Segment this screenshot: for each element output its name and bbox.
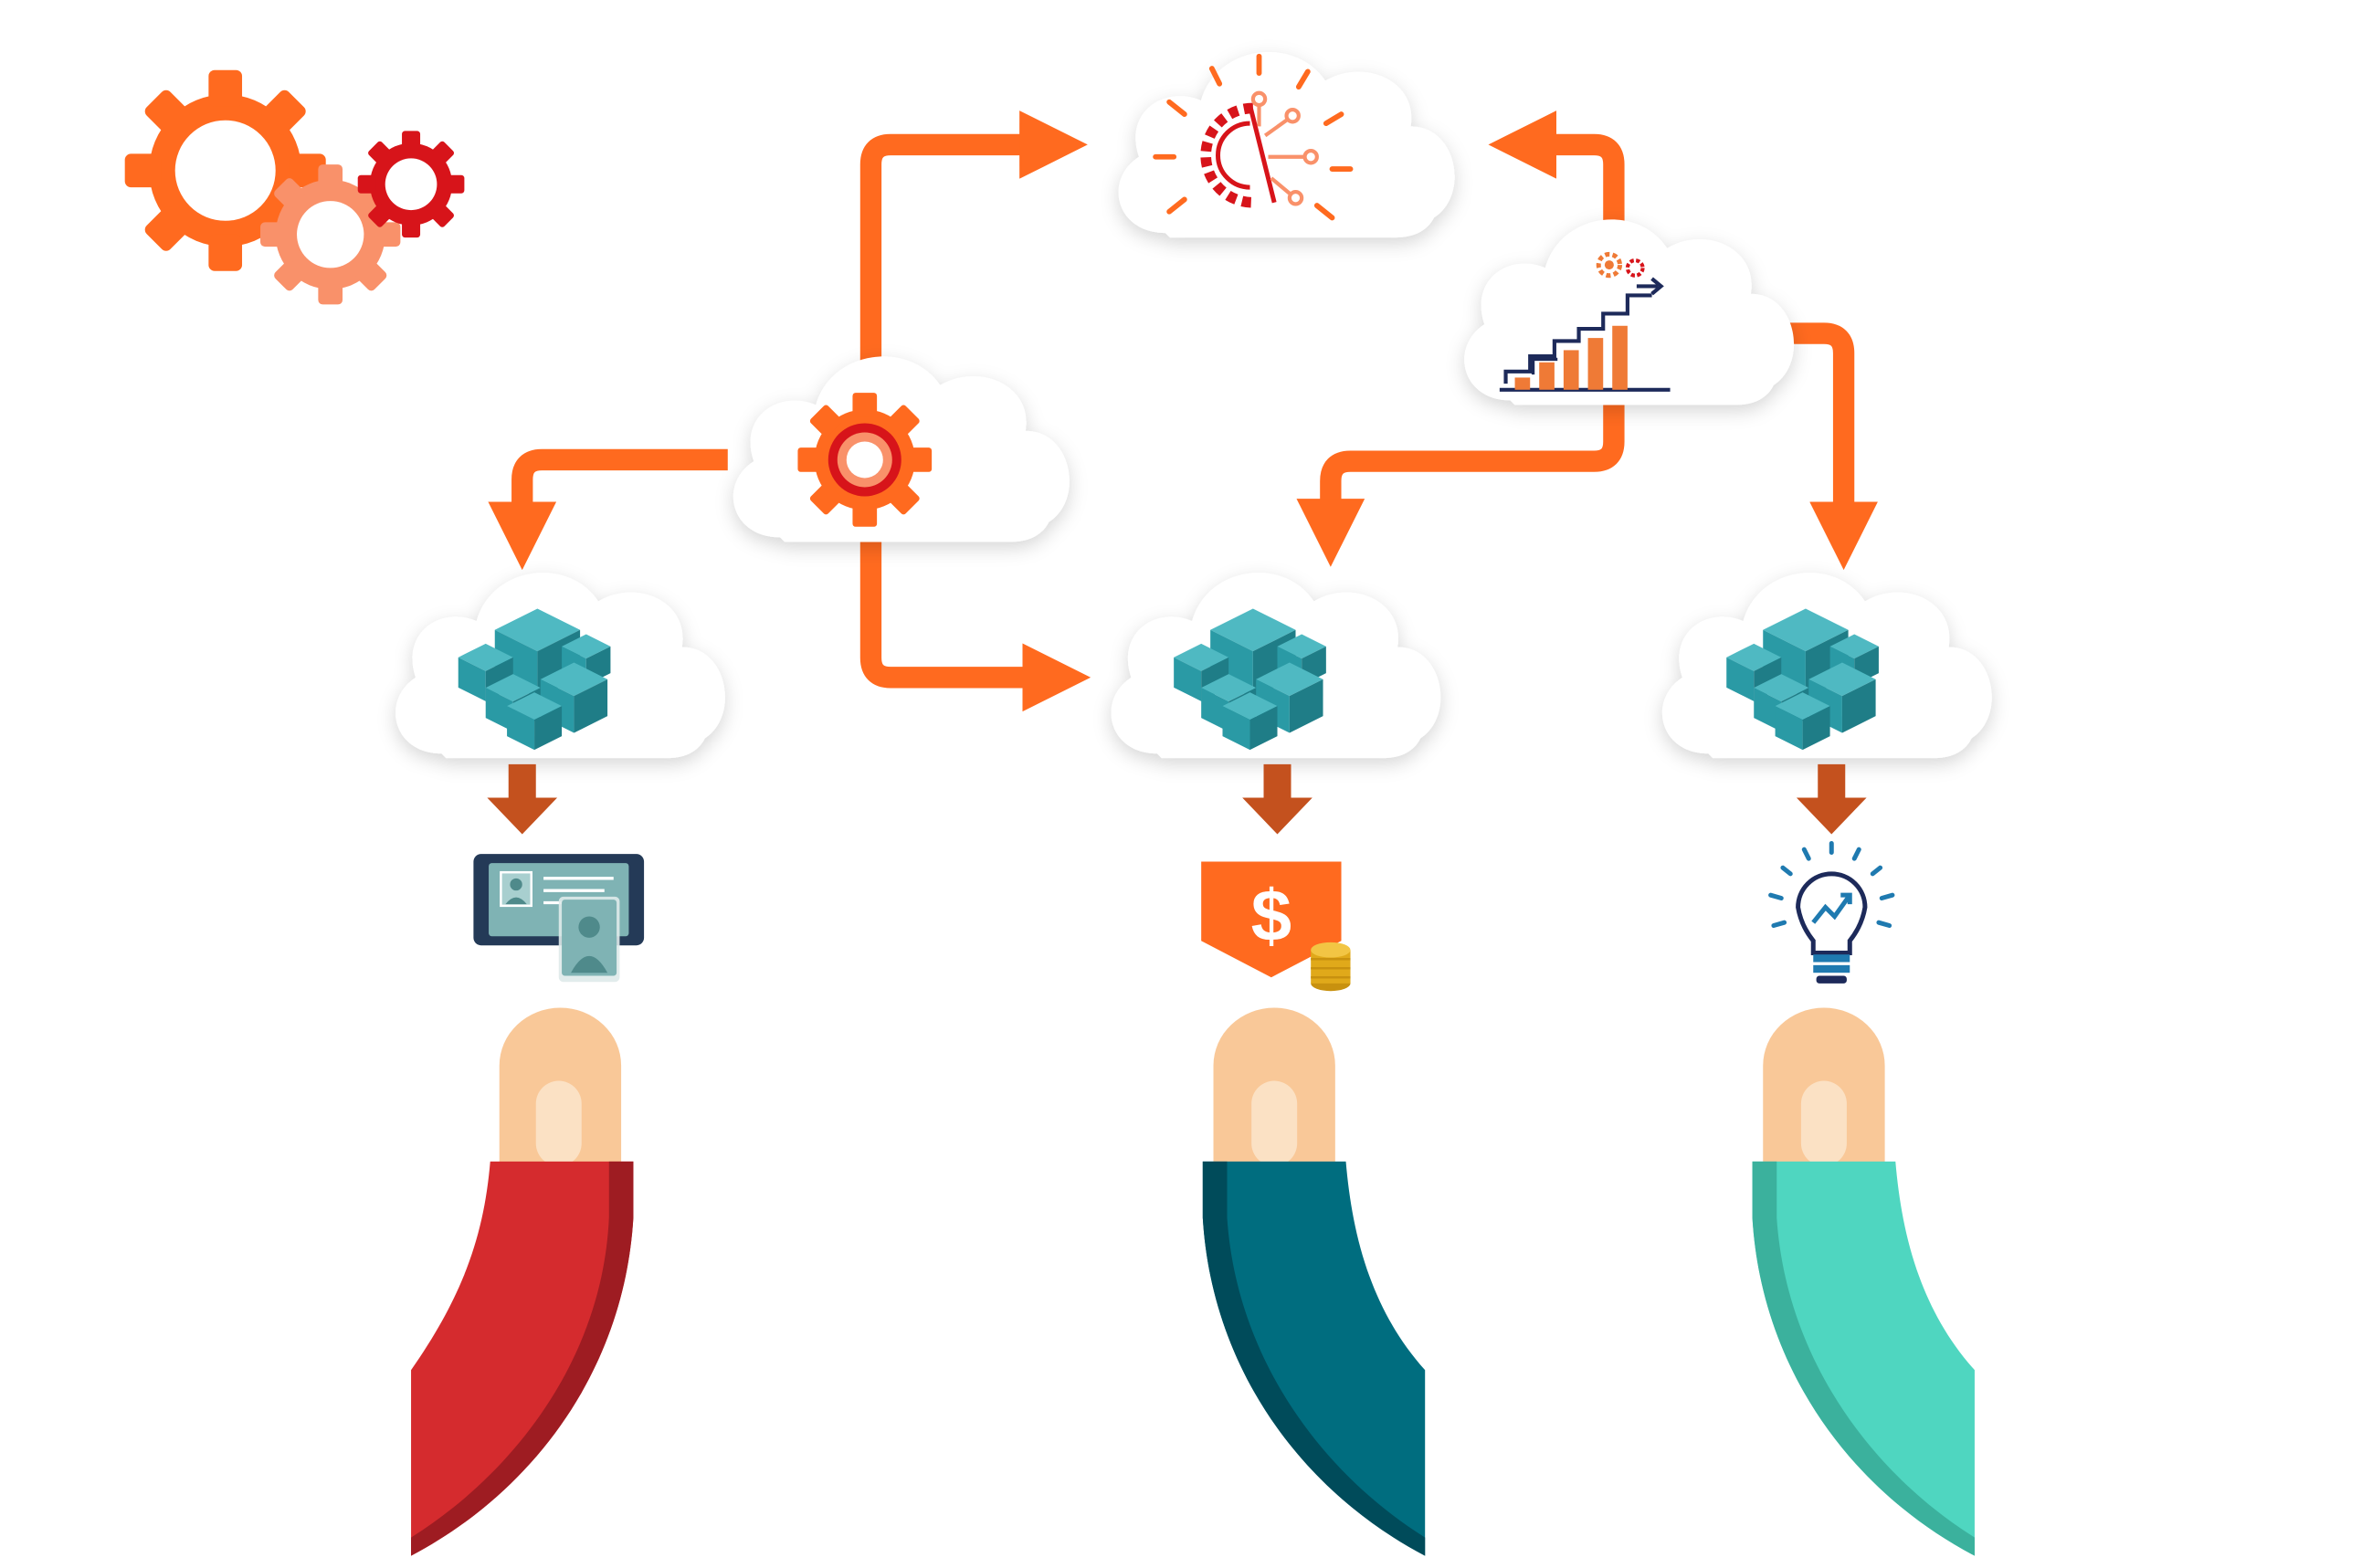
pointing-finger-mint (1752, 1007, 1975, 1556)
dollar-sign-text: $ (1251, 875, 1292, 956)
arrow-analytics-to-top (1488, 110, 1625, 244)
id-card-tablet-icon (473, 854, 645, 983)
arrow-analytics-to-right-service (1781, 322, 1878, 571)
flow-arrows (488, 110, 1878, 712)
arrow-hub-to-center-service (859, 540, 1091, 712)
gears-cluster-icon (124, 69, 465, 305)
ai-brain-gear-icon (1153, 53, 1354, 221)
gear-cloud-icon (797, 393, 933, 527)
down-arrows (487, 763, 1867, 835)
down-arrow-right (1796, 763, 1867, 835)
arrow-hub-to-top (859, 110, 1088, 366)
arrow-hub-to-left-service (488, 448, 728, 571)
coin-stack-icon (1311, 942, 1351, 992)
growth-bar-chart-icon (1499, 251, 1671, 392)
down-arrow-left (487, 763, 558, 835)
idea-lightbulb-icon (1768, 841, 1895, 984)
arrow-analytics-to-center-service (1296, 380, 1625, 567)
dollar-price-tag-icon: $ (1201, 861, 1351, 992)
down-arrow-center (1242, 763, 1313, 835)
pointing-finger-teal (1202, 1007, 1426, 1556)
pointing-finger-red (411, 1007, 634, 1556)
